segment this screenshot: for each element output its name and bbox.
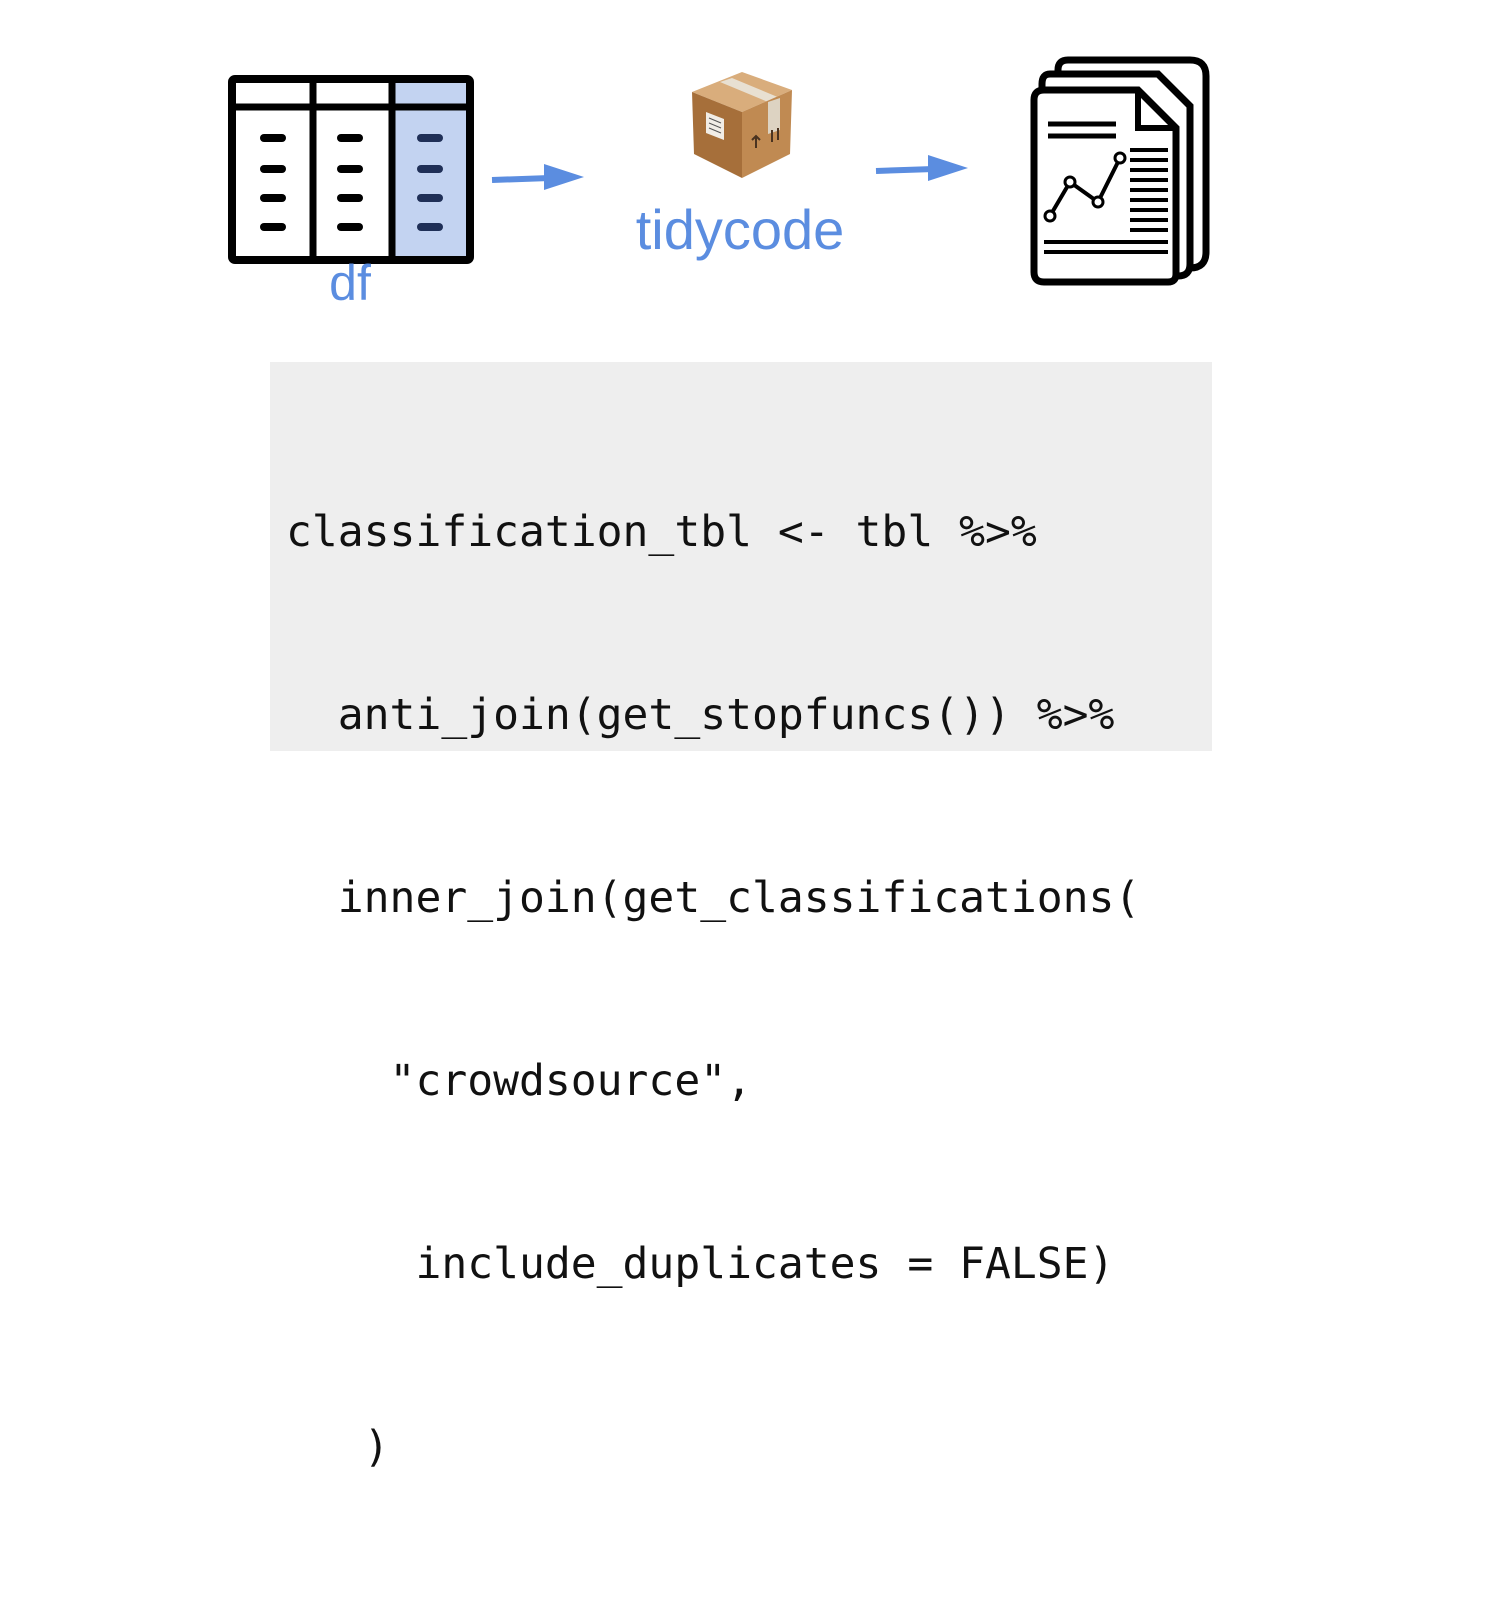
code-line: include_duplicates = FALSE) — [286, 1239, 1115, 1289]
code-line: anti_join(get_stopfuncs()) %>% — [286, 690, 1115, 740]
code-line: ) — [286, 1422, 390, 1472]
code-line: inner_join(get_classifications( — [286, 873, 1141, 923]
table-icon — [228, 75, 474, 264]
arrow-right-icon — [491, 164, 584, 190]
input-label: df — [329, 255, 371, 311]
arrow-right-icon — [875, 155, 968, 181]
report-documents-icon — [1030, 56, 1210, 286]
code-text: classification_tbl <- tbl %>% anti_join(… — [286, 380, 1140, 1600]
package-box-icon — [692, 72, 792, 178]
code-block: classification_tbl <- tbl %>% anti_join(… — [270, 362, 1212, 1472]
package-label: tidycode — [635, 198, 845, 261]
code-line: "crowdsource", — [286, 1056, 752, 1106]
code-line: classification_tbl <- tbl %>% — [286, 507, 1037, 557]
